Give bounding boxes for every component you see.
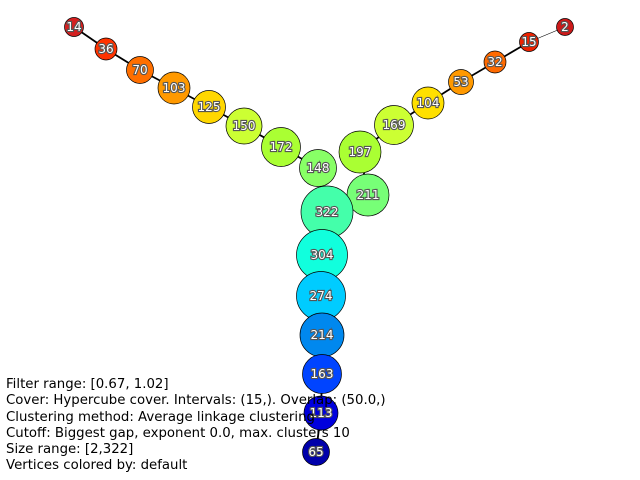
cover-text: Cover: Hypercube cover. Intervals: (15,)…: [6, 393, 386, 409]
graph-node-circle: [411, 86, 445, 120]
graph-node: 172: [261, 127, 301, 167]
graph-node: 214: [299, 312, 345, 358]
graph-node-label: 211: [357, 188, 380, 202]
graph-node-label: 197: [349, 145, 372, 159]
graph-node: 211: [346, 173, 390, 217]
graph-node: 150: [225, 107, 263, 145]
graph-node-circle: [448, 69, 474, 95]
graph-node-label: 15: [521, 35, 536, 49]
graph-node-circle: [556, 18, 574, 36]
graph-node-circle: [261, 127, 301, 167]
graph-node: 104: [411, 86, 445, 120]
graph-node-circle: [126, 56, 154, 84]
graph-node-label: 32: [487, 55, 502, 69]
graph-node-label: 169: [383, 118, 406, 132]
graph-node: 2: [556, 18, 574, 36]
graph-node-circle: [157, 71, 191, 105]
graph-node-circle: [483, 50, 507, 74]
graph-node-label: 148: [307, 161, 330, 175]
graph-node-circle: [374, 105, 414, 145]
graph-node-label: 2: [561, 20, 569, 34]
graph-node: 53: [448, 69, 474, 95]
graph-node-label: 214: [311, 328, 334, 342]
graph-node: 274: [296, 271, 346, 321]
graph-node: 32: [483, 50, 507, 74]
graph-node: 197: [338, 130, 382, 174]
graph-node-circle: [302, 354, 342, 394]
graph-node: 14: [64, 17, 84, 37]
graph-node: 70: [126, 56, 154, 84]
graph-node-circle: [302, 438, 330, 466]
graph-node: 65: [302, 438, 330, 466]
graph-node-label: 304: [311, 248, 334, 262]
graph-node: 113: [303, 395, 339, 431]
graph-node-circle: [225, 107, 263, 145]
graph-node-label: 103: [163, 81, 186, 95]
cutoff-text: Cutoff: Biggest gap, exponent 0.0, max. …: [6, 425, 350, 441]
graph-node-label: 163: [311, 367, 334, 381]
graph-node-label: 36: [98, 42, 113, 56]
graph-nodes: 14 36 70 103 125 150 172 148 2 15 32 53 104 169 197 211…: [64, 17, 574, 466]
graph-node-label: 104: [417, 96, 440, 110]
graph-node-circle: [299, 149, 337, 187]
graph-node-circle: [303, 395, 339, 431]
graph-node-label: 53: [453, 75, 468, 89]
graph-info-panel: Filter range: [0.67, 1.02] Cover: Hyperc…: [6, 377, 386, 475]
graph-node: 125: [192, 90, 226, 124]
graph-node: 15: [519, 32, 539, 52]
graph-node-circle: [94, 37, 118, 61]
graph-node: 169: [374, 105, 414, 145]
size-range-text: Size range: [2,322]: [6, 442, 134, 458]
graph-node: 304: [296, 229, 348, 281]
filter-range-text: Filter range: [0.67, 1.02]: [6, 377, 169, 392]
graph-node: 103: [157, 71, 191, 105]
graph-node-label: 14: [66, 20, 81, 34]
graph-node-label: 125: [198, 100, 221, 114]
graph-node-circle: [519, 32, 539, 52]
graph-node-circle: [64, 17, 84, 37]
graph-node: 163: [302, 354, 342, 394]
graph-node-label: 65: [308, 445, 323, 459]
graph-node-label: 150: [233, 119, 256, 133]
graph-node: 148: [299, 149, 337, 187]
graph-node-circle: [192, 90, 226, 124]
graph-node-label: 274: [310, 289, 333, 303]
clustering-method-text: Clustering method: Average linkage clust…: [6, 409, 315, 425]
graph-node-circle: [338, 130, 382, 174]
colored-by-text: Vertices colored by: default: [6, 458, 188, 474]
graph-node: 36: [94, 37, 118, 61]
graph-node-label: 322: [316, 205, 339, 219]
graph-node-label: 113: [310, 406, 333, 420]
graph-node-label: 70: [132, 63, 147, 77]
graph-node-label: 172: [270, 140, 293, 154]
